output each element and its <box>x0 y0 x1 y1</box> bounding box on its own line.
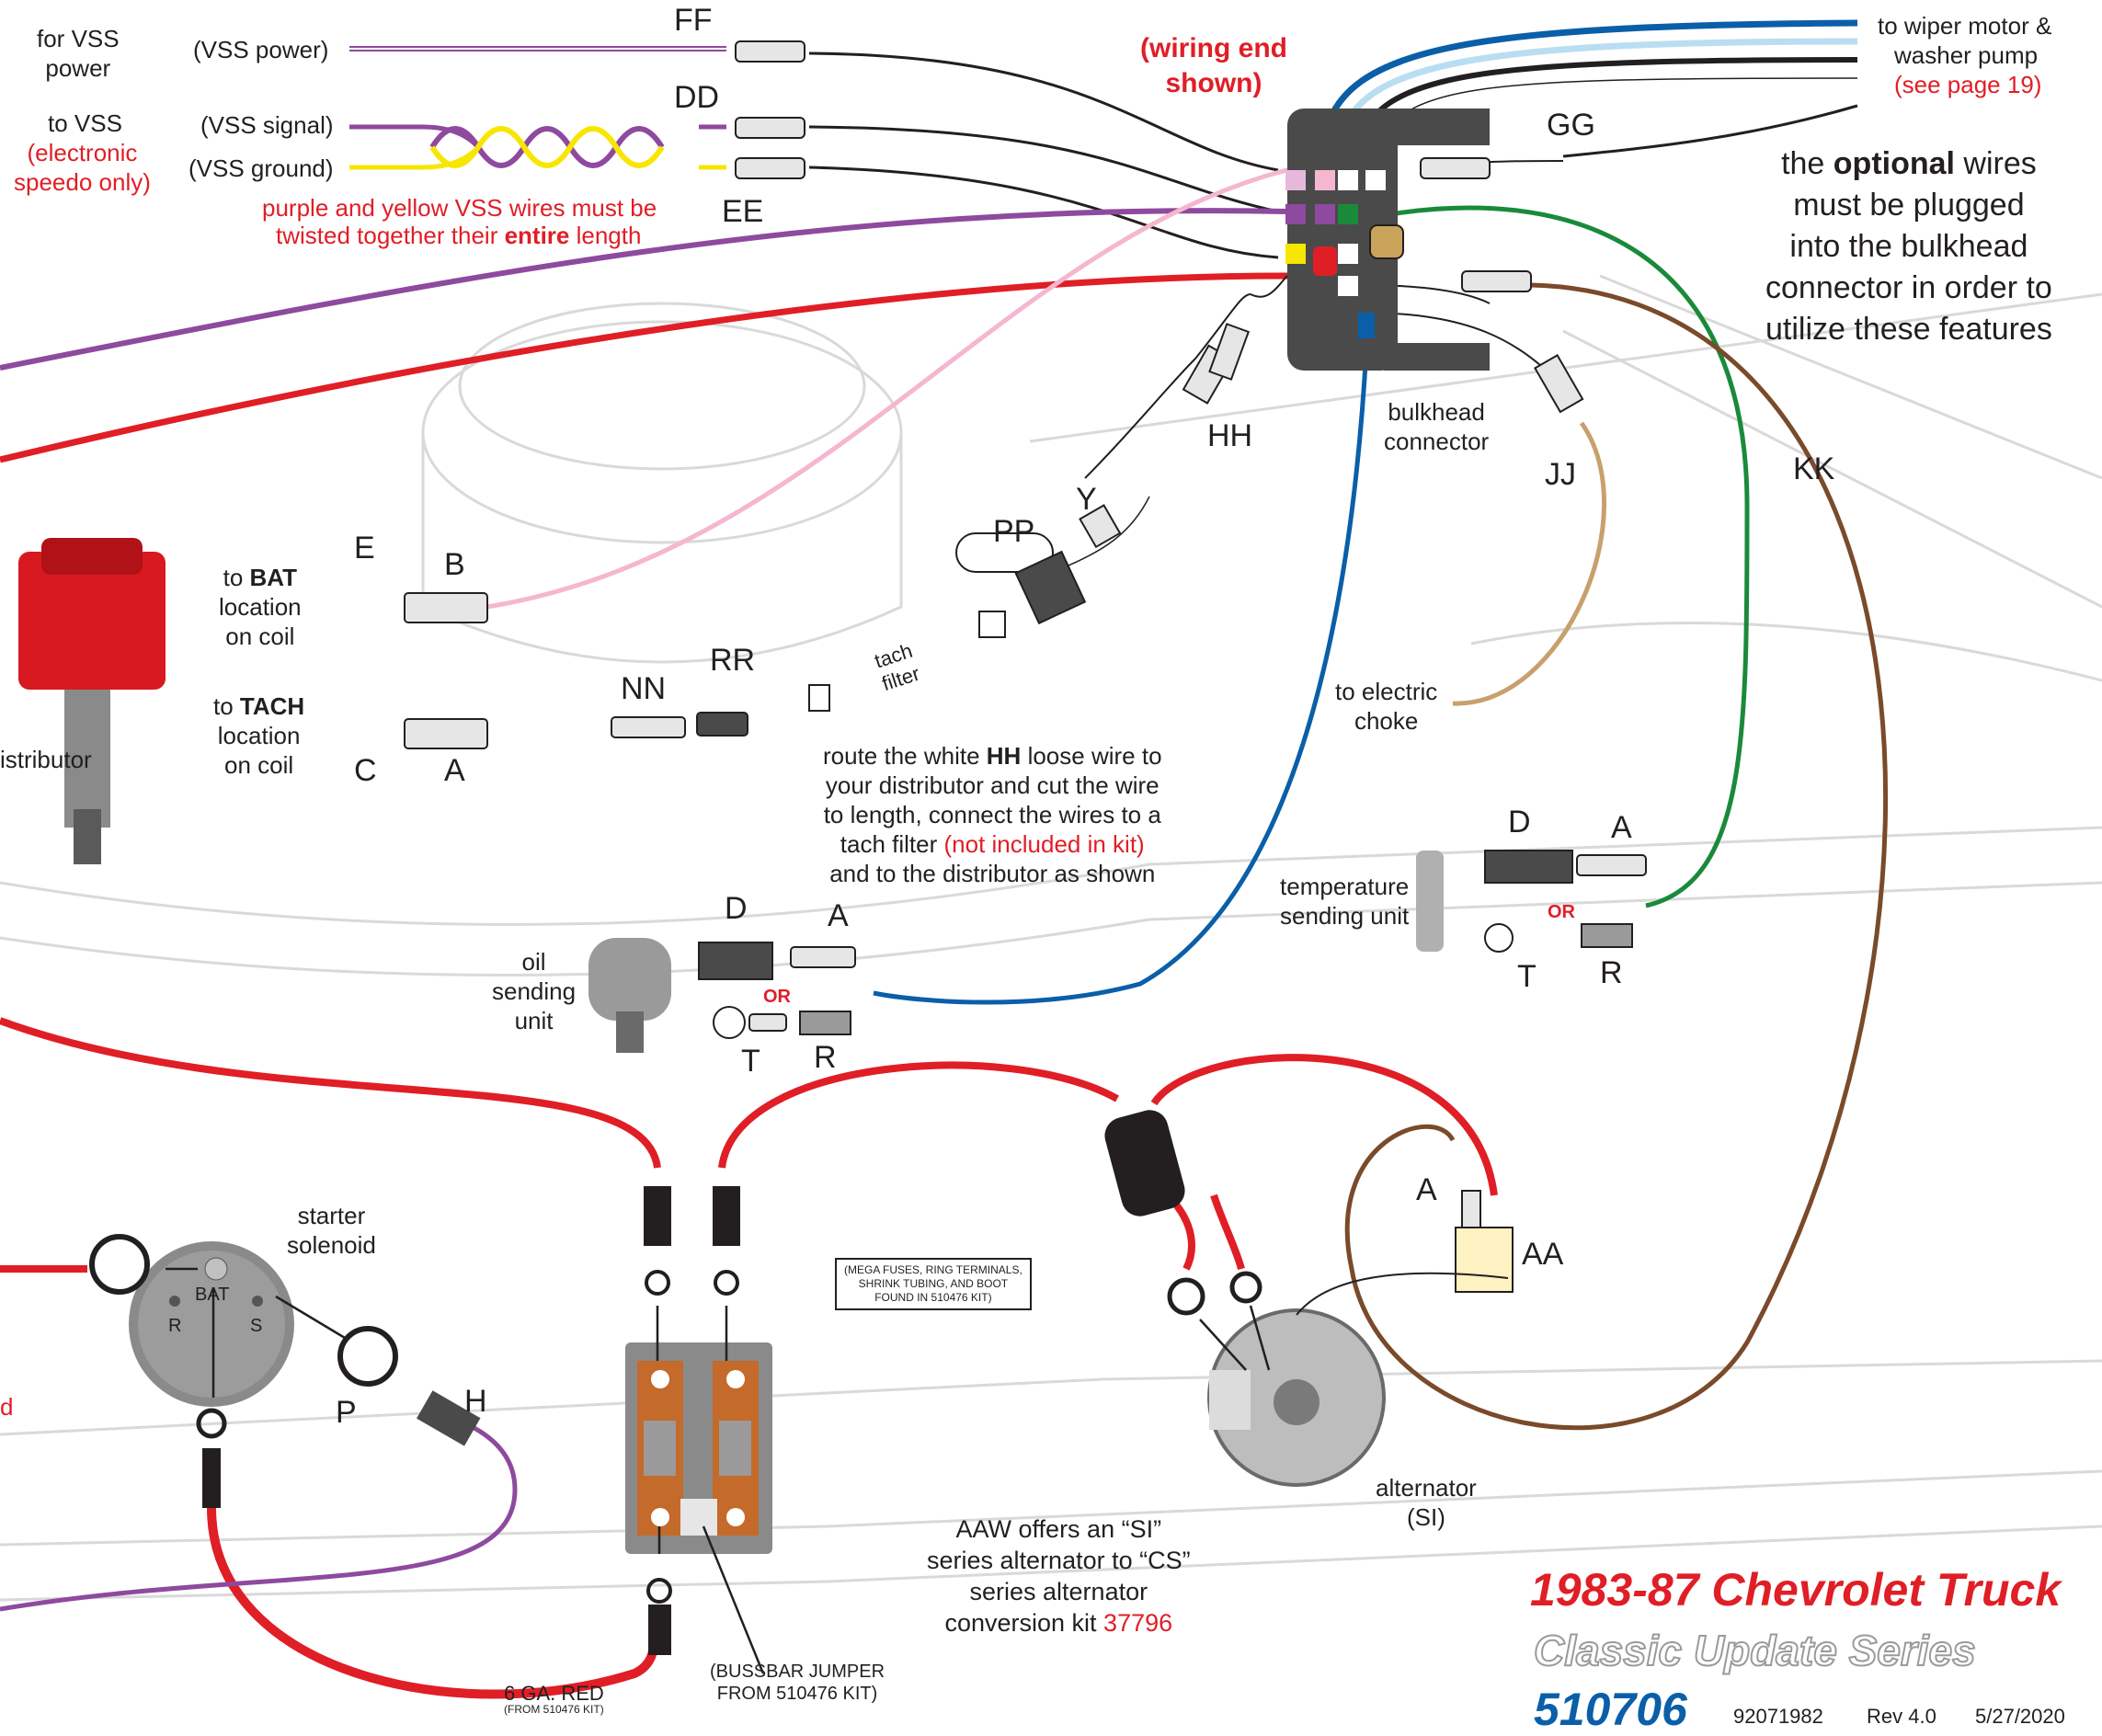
wiring-end-label: (wiring end shown) <box>1140 33 1287 98</box>
starter-solenoid-label: starter solenoid <box>287 1202 376 1259</box>
bulkhead-connector <box>1285 108 1490 371</box>
battery-cables <box>0 1017 1498 1699</box>
label-a-oil: A <box>828 898 849 933</box>
wiper-label-2: washer pump <box>1894 41 2039 69</box>
label-b: B <box>444 547 465 582</box>
label-a-tach: A <box>444 753 465 788</box>
label-gg: GG <box>1547 108 1595 143</box>
aaw-note-text: AAW offers an “SI” series alternator to … <box>927 1515 1191 1637</box>
to-vss-label: to VSS <box>48 109 122 137</box>
title-model: 1983-87 Chevrolet Truck <box>1530 1564 2062 1616</box>
pointer-arrows <box>166 1267 1271 1674</box>
label-r-temp: R <box>1600 955 1623 990</box>
starter-solenoid <box>89 1234 481 1508</box>
label-a-temp: A <box>1611 810 1632 845</box>
alternator <box>1104 1110 1514 1487</box>
label-p: P <box>336 1395 357 1430</box>
wiper-label-1: to wiper motor & <box>1878 12 2052 40</box>
starter-wire <box>0 1422 518 1612</box>
revision: Rev 4.0 <box>1867 1705 1936 1728</box>
label-t-oil: T <box>741 1044 760 1079</box>
terminal-connectors <box>404 40 1647 1039</box>
electronic-speedo-label: (electronic speedo only) <box>14 139 151 196</box>
label-dd: DD <box>674 80 720 115</box>
label-aa: AA <box>1522 1237 1564 1272</box>
wiper-label-3: (see page 19) <box>1894 71 2042 98</box>
solenoid-bat: BAT <box>195 1285 230 1305</box>
to-bat-part1: to <box>223 564 250 591</box>
vss-signal-label: (VSS signal) <box>200 111 334 139</box>
label-a-alt: A <box>1416 1172 1437 1207</box>
optional-note-part3: wires must be plugged into the bulkhead … <box>1765 146 2052 347</box>
bulkhead-label: bulkhead connector <box>1384 398 1490 455</box>
label-ff: FF <box>674 3 713 38</box>
label-jj: JJ <box>1545 457 1576 492</box>
vss-twist-note: purple and yellow VSS wires must be <box>262 194 657 222</box>
vss-twist-note-line2: twisted together their entire length <box>276 221 641 250</box>
to-bat-part3: location on coil <box>219 593 302 650</box>
vss-power-wire-label: (VSS power) <box>193 36 329 63</box>
label-ee: EE <box>722 194 764 229</box>
label-r-oil: R <box>814 1040 837 1075</box>
aaw-note: AAW offers an “SI” series alternator to … <box>927 1513 1191 1639</box>
to-tach-part1: to <box>213 692 240 720</box>
label-h: H <box>464 1384 487 1419</box>
six-ga-sub-label: (FROM 510476 KIT) <box>504 1703 604 1716</box>
to-bat-bold: BAT <box>249 564 298 591</box>
label-d-oil: D <box>725 891 748 926</box>
electric-choke-label: to electric choke <box>1335 678 1438 735</box>
doc-number: 92071982 <box>1733 1705 1823 1728</box>
revision-date: 5/27/2020 <box>1975 1705 2065 1728</box>
route-note-not-included: (not included in kit) <box>943 830 1145 858</box>
route-note-part3: loose wire to your distributor and cut t… <box>823 742 1162 858</box>
six-ga-label: 6 GA. RED <box>504 1682 604 1705</box>
label-d-temp: D <box>1508 805 1531 839</box>
aaw-note-kit: 37796 <box>1103 1609 1173 1637</box>
label-d-red: d <box>0 1393 14 1421</box>
vss-wires <box>349 46 726 170</box>
to-tach-bold: TACH <box>239 692 305 720</box>
temp-sending-label: temperature sending unit <box>1280 873 1410 930</box>
twist-note-entire: entire <box>504 222 570 249</box>
mega-fuse-note: (MEGA FUSES, RING TERMINALS, SHRINK TUBI… <box>835 1258 1032 1310</box>
label-hh: HH <box>1207 418 1253 453</box>
sending-units <box>588 851 1444 1053</box>
label-t-temp: T <box>1517 959 1537 994</box>
label-pp: PP <box>993 514 1035 549</box>
route-note-part5: and to the distributor as shown <box>829 860 1156 887</box>
mega-fuse-block <box>625 1186 772 1655</box>
label-kk: KK <box>1793 451 1835 486</box>
to-tach-part3: location on coil <box>217 722 301 779</box>
optional-note-part1: the <box>1781 146 1834 181</box>
alternator-label: alternator (SI) <box>1376 1474 1477 1531</box>
twist-note-part1: twisted together their <box>276 222 505 249</box>
label-rr: RR <box>710 643 756 678</box>
solenoid-r: R <box>168 1316 182 1336</box>
distributor-label: istributor <box>0 746 92 773</box>
route-note-hh: HH <box>986 742 1022 770</box>
route-note-part1: route the white <box>823 742 987 770</box>
label-y: Y <box>1076 482 1097 517</box>
label-c: C <box>354 753 377 788</box>
or-oil: OR <box>763 987 791 1007</box>
label-nn: NN <box>621 671 667 706</box>
optional-note-bold: optional <box>1833 146 1955 181</box>
distributor-image <box>18 538 166 864</box>
vss-power-label: for VSS power <box>37 25 120 82</box>
solenoid-s: S <box>250 1316 263 1336</box>
twist-note-part3: length <box>569 222 642 249</box>
title-part: 510706 <box>1534 1684 1687 1735</box>
label-e: E <box>354 531 375 565</box>
background-outline <box>0 274 2102 1602</box>
vss-ground-label: (VSS ground) <box>188 154 334 182</box>
bussbar-label: (BUSSBAR JUMPER FROM 510476 KIT) <box>710 1662 885 1704</box>
oil-sending-label: oil sending unit <box>492 948 577 1034</box>
optional-note: the optional wires must be plugged into … <box>1765 143 2052 350</box>
title-series: Classic Update Series <box>1533 1626 1977 1675</box>
route-note: route the white HH loose wire to your di… <box>823 741 1162 888</box>
or-temp: OR <box>1548 902 1575 922</box>
